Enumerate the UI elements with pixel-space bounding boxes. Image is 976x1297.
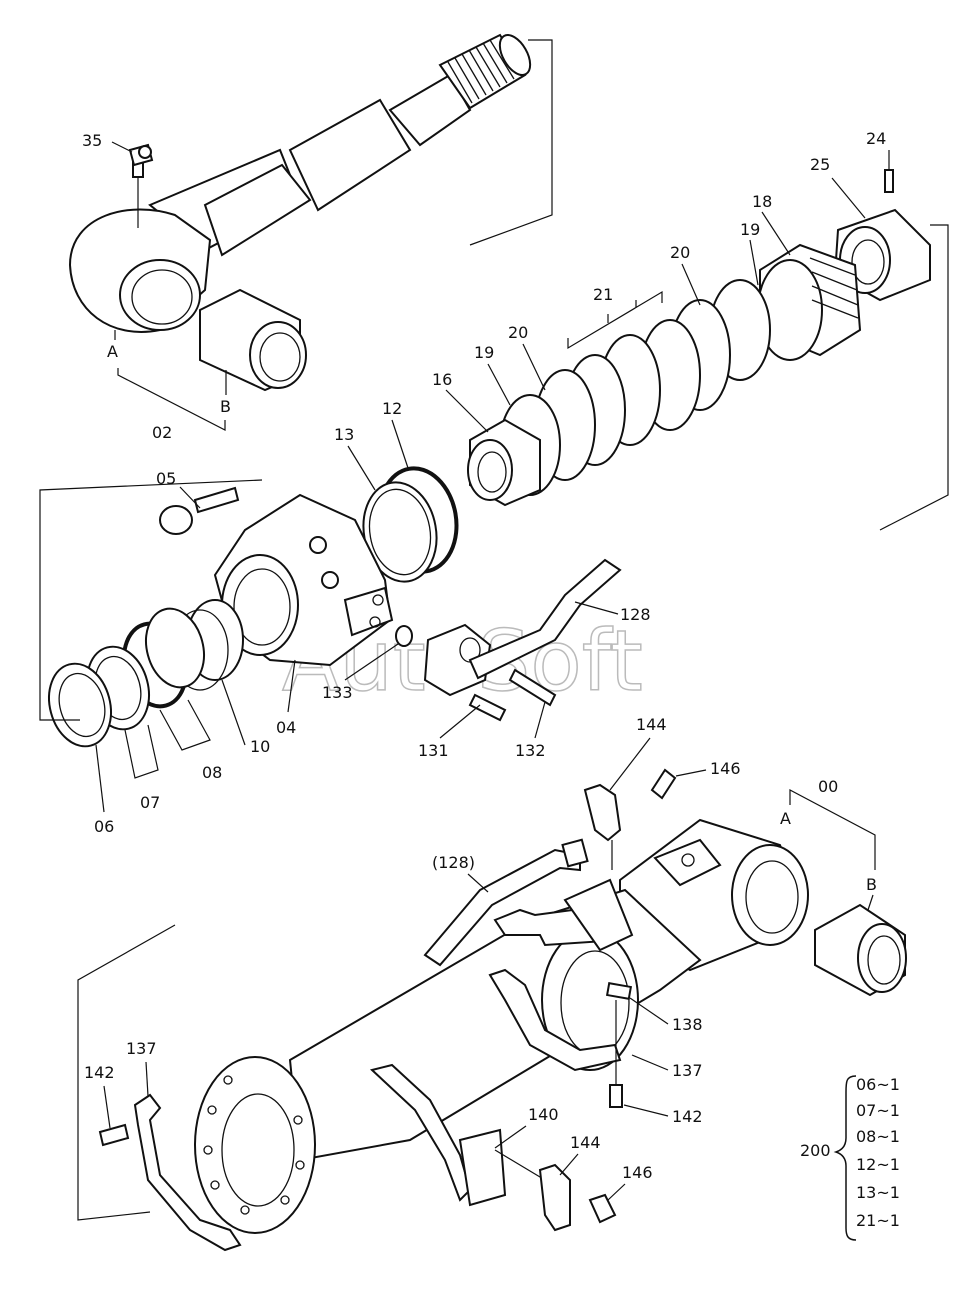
label-20b: 20 [508, 323, 528, 342]
kit-item-4: 12~1 [856, 1155, 900, 1174]
o-ring-133 [395, 625, 413, 647]
clamp-144-bottom [538, 1163, 571, 1232]
label-06: 06 [94, 817, 114, 836]
rod-thread [447, 39, 515, 104]
label-137a: 137 [672, 1061, 703, 1080]
bolt-146-top [650, 768, 677, 800]
set-screw-24 [884, 150, 894, 193]
label-140: 140 [528, 1105, 559, 1124]
kit-item-1: 06~1 [856, 1075, 900, 1094]
label-128b: (128) [432, 853, 475, 872]
clamp-137-left [133, 1093, 242, 1252]
label-146b: 146 [622, 1163, 653, 1182]
label-138: 138 [672, 1015, 703, 1034]
label-05: 05 [156, 469, 176, 488]
pipe-128 [468, 558, 622, 680]
kit-item-2: 07~1 [856, 1101, 900, 1120]
label-35: 35 [82, 131, 102, 150]
label-00: 00 [818, 777, 838, 796]
clamp-140 [369, 1063, 507, 1207]
label-04: 04 [276, 718, 296, 737]
label-21: 21 [593, 285, 613, 304]
bolt-146-bottom [588, 1193, 617, 1224]
label-144b: 144 [570, 1133, 601, 1152]
rod-bushing [199, 288, 307, 392]
label-A-bot: A [780, 809, 791, 828]
kit-number: 200 [800, 1141, 831, 1160]
label-08: 08 [202, 763, 222, 782]
grease-nipple-35 [128, 143, 154, 228]
bolt-142-right [609, 1000, 623, 1108]
label-07: 07 [140, 793, 160, 812]
label-02: 02 [152, 423, 172, 442]
wiper-06 [48, 662, 112, 748]
label-25: 25 [810, 155, 830, 174]
bushing-16 [467, 418, 541, 507]
socket-bolt-05 [159, 486, 240, 535]
label-24: 24 [866, 129, 886, 148]
label-19b: 19 [474, 343, 494, 362]
flange-with-bolts [423, 623, 557, 722]
wear-rings-19-20-21 [499, 279, 771, 496]
kit-item-3: 08~1 [856, 1127, 900, 1146]
label-20a: 20 [670, 243, 690, 262]
kit-item-5: 13~1 [856, 1183, 900, 1202]
kit-item-6: 21~1 [856, 1211, 900, 1230]
piston-18 [757, 243, 862, 361]
label-146a: 146 [710, 759, 741, 778]
label-142a: 142 [672, 1107, 703, 1126]
label-144a: 144 [636, 715, 667, 734]
label-B-bot: B [866, 875, 877, 894]
label-19a: 19 [740, 220, 760, 239]
label-133: 133 [322, 683, 353, 702]
label-A-top: A [107, 342, 118, 361]
label-131: 131 [418, 741, 449, 760]
piston-rod-assembly [68, 33, 553, 392]
label-12: 12 [382, 399, 402, 418]
label-142b: 142 [84, 1063, 115, 1082]
label-13: 13 [334, 425, 354, 444]
label-18: 18 [752, 192, 772, 211]
label-B-top: B [220, 397, 231, 416]
clamp-144-top [583, 783, 622, 842]
clamp-138 [488, 968, 633, 1072]
label-132: 132 [515, 741, 546, 760]
label-16: 16 [432, 370, 452, 389]
tube-bushing-B [814, 903, 907, 997]
seal-kit-200: 200 06~1 07~1 08~1 12~1 13~1 21~1 [800, 1075, 900, 1241]
label-10: 10 [250, 737, 270, 756]
clamp-upper [493, 878, 634, 952]
pipe-128-bottom [423, 838, 589, 967]
bolt-142-left [98, 1123, 130, 1147]
label-137b: 137 [126, 1039, 157, 1058]
label-128: 128 [620, 605, 651, 624]
